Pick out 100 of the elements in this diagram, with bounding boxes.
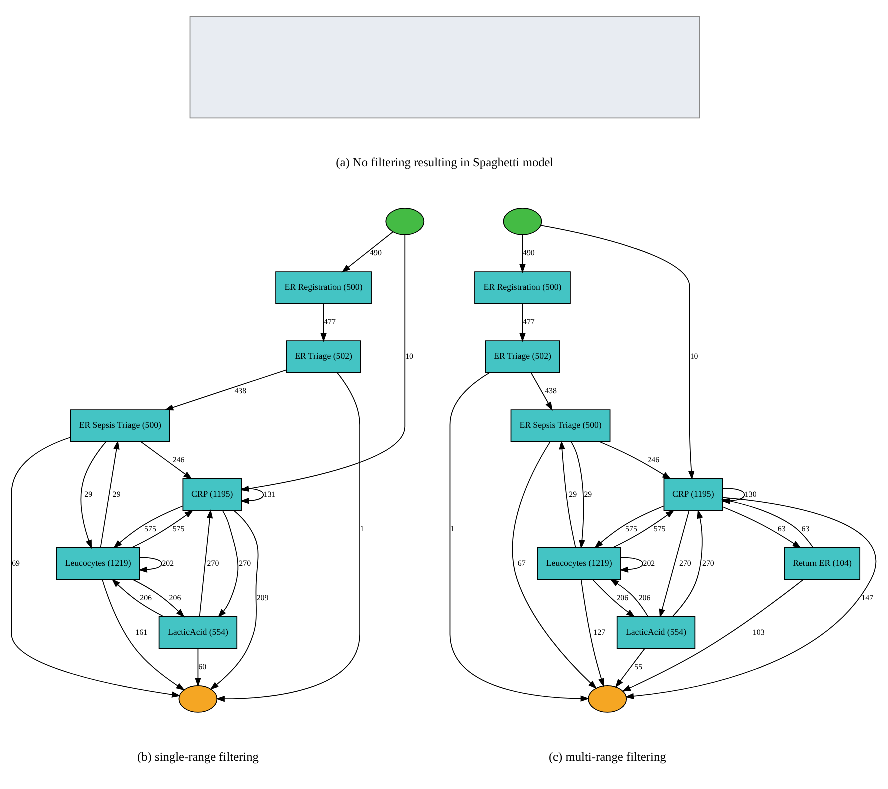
edge-label: 477	[324, 316, 336, 326]
node-box	[190, 16, 700, 118]
node-box: ER Triage (502)	[485, 340, 560, 373]
arrow	[210, 510, 259, 690]
node-box: Return ER (104)	[784, 547, 861, 580]
arrow	[570, 441, 586, 549]
arrow	[450, 372, 590, 702]
arrow	[131, 510, 194, 548]
edge-label: 206	[616, 592, 629, 602]
arrow	[512, 441, 598, 689]
label: (b) single-range filtering	[137, 749, 259, 764]
node-box: Leucocytes (1219)	[537, 547, 622, 580]
arrow	[520, 303, 526, 342]
arrow	[672, 509, 704, 617]
arrow	[612, 510, 675, 548]
edge-label: 131	[264, 489, 276, 498]
edge-label: 69	[12, 558, 20, 568]
node-box: ER Sepsis Triage (500)	[510, 409, 611, 442]
edge-label: 127	[594, 627, 606, 636]
edge-label: 246	[172, 454, 185, 464]
edge-label: 10	[406, 351, 414, 360]
edge-label: 63	[802, 524, 810, 533]
edge-label: 246	[648, 454, 660, 464]
arrow	[216, 372, 360, 702]
node-box: LacticAcid (554)	[616, 616, 696, 649]
arrow	[530, 372, 553, 411]
edge-label: 63	[778, 524, 786, 533]
edge-label: 161	[136, 627, 148, 636]
edge-label: 575	[626, 524, 638, 533]
arrow	[138, 556, 162, 572]
node-ellipse	[503, 207, 542, 235]
node-box: Leucocytes (1219)	[56, 547, 140, 580]
edge-label: 206	[140, 592, 152, 602]
edge-label: 1	[450, 524, 454, 533]
arrow	[594, 505, 664, 548]
arrow	[659, 510, 690, 618]
arrow	[580, 579, 605, 687]
arrow	[80, 440, 107, 549]
node-ellipse	[178, 684, 218, 712]
arrow	[164, 369, 287, 410]
arrow	[320, 303, 327, 342]
node-box: LacticAcid (554)	[158, 616, 238, 649]
arrow	[540, 224, 695, 480]
edge-label: 575	[144, 524, 156, 533]
edge-label: 209	[256, 592, 269, 602]
edge-label: 490	[370, 248, 382, 257]
node-ellipse	[386, 207, 425, 235]
arrow	[218, 510, 239, 618]
edge-label: 206	[169, 592, 182, 602]
arrow	[620, 556, 644, 572]
arrow	[622, 579, 804, 692]
arrow	[342, 231, 394, 272]
edge-label: 103	[752, 627, 765, 636]
node-box: ER Sepsis Triage (500)	[70, 409, 170, 442]
node-box: CRP (1195)	[182, 478, 242, 511]
arrow	[592, 579, 636, 618]
arrow	[112, 578, 164, 617]
arrow	[240, 488, 264, 504]
arrow	[599, 440, 672, 480]
arrow	[113, 505, 184, 548]
node-ellipse	[588, 684, 628, 712]
edge-label: 270	[702, 558, 714, 568]
edge-label: 270	[679, 558, 692, 568]
node-box: CRP (1195)	[664, 478, 724, 511]
edge-label: 575	[172, 524, 185, 533]
edge-label: 477	[522, 316, 535, 326]
edge-label: 55	[634, 662, 643, 671]
edge-label: 206	[638, 592, 651, 602]
arrow	[199, 509, 214, 617]
edge-label: 270	[207, 558, 220, 568]
arrow	[520, 234, 526, 273]
arrow	[100, 440, 120, 548]
edge-label: 490	[522, 248, 535, 257]
node-box: ER Triage (502)	[286, 340, 362, 373]
arrow	[132, 579, 186, 618]
arrow	[11, 436, 181, 698]
edge-label: 202	[162, 558, 174, 568]
edge-label: 130	[744, 489, 757, 498]
edge-label: 29	[584, 489, 592, 498]
edge-label: 202	[643, 558, 656, 568]
label: (a) No filtering resulting in Spaghetti model	[336, 155, 554, 170]
arrow	[102, 578, 186, 690]
edge-label: 147	[862, 592, 874, 602]
node-box: ER Registration (500)	[276, 271, 372, 304]
node-box: ER Registration (500)	[474, 271, 571, 304]
edge-label: 270	[239, 558, 252, 568]
edge-label: 1	[360, 524, 364, 533]
edge-label: 438	[545, 386, 557, 395]
edge-label: 10	[690, 351, 698, 360]
edge-label: 29	[569, 489, 578, 498]
label: (c) multi-range filtering	[548, 749, 666, 764]
edge-label: 67	[518, 558, 526, 568]
edge-label: 60	[198, 662, 207, 671]
edge-label: 575	[654, 524, 666, 533]
edge-label: 29	[112, 489, 121, 498]
arrow	[722, 506, 802, 548]
arrow	[610, 578, 649, 617]
arrow	[559, 440, 576, 548]
arrow	[615, 648, 646, 688]
arrow	[195, 648, 202, 687]
